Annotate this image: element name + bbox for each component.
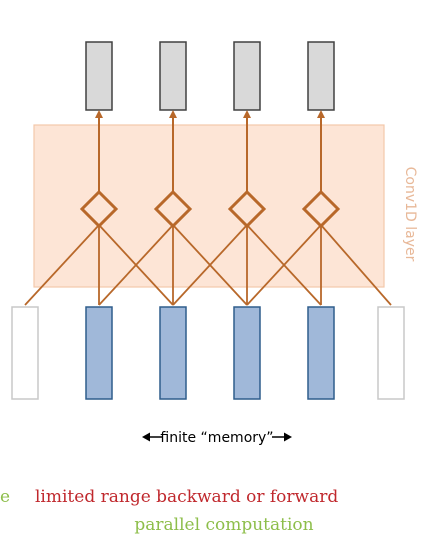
input-cells xyxy=(11,306,405,400)
input-cell xyxy=(159,306,187,400)
conv-node xyxy=(153,189,193,229)
kernel-connection xyxy=(246,224,322,306)
output-cell xyxy=(233,41,261,111)
advantage-note: parallel computation xyxy=(134,515,313,535)
input-cell xyxy=(233,306,261,400)
output-cells xyxy=(85,41,335,111)
conv-node xyxy=(227,189,267,229)
output-cell xyxy=(307,41,335,111)
kernel-connection xyxy=(320,224,392,306)
input-cell xyxy=(85,306,113,400)
kernel-connections xyxy=(24,224,392,306)
memory-indicator: finite “memory” xyxy=(142,430,292,446)
padding-cell xyxy=(377,306,405,400)
left-arrowhead-icon xyxy=(142,432,150,442)
memory-label: finite “memory” xyxy=(160,430,273,446)
conv-nodes xyxy=(79,189,341,229)
conv-node xyxy=(301,189,341,229)
output-cell xyxy=(85,41,113,111)
layer-label: Conv1D layer xyxy=(402,167,418,262)
output-arrows xyxy=(95,110,325,192)
kernel-connection xyxy=(24,224,100,306)
right-arrowhead-icon xyxy=(284,432,292,442)
limitation-note: limited range backward or forward xyxy=(35,487,338,507)
kernel-connection xyxy=(172,224,248,306)
input-cell xyxy=(307,306,335,400)
conv-node xyxy=(79,189,119,229)
note-fragment: e xyxy=(0,487,10,507)
padding-cell xyxy=(11,306,39,400)
output-cell xyxy=(159,41,187,111)
kernel-connection xyxy=(98,224,174,306)
